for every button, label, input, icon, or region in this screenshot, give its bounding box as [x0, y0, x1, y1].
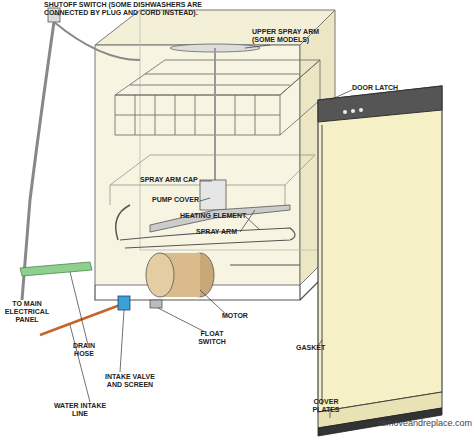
float-switch [150, 300, 162, 308]
spray-arm [150, 205, 290, 232]
part-label: INTAKE VALVE AND SCREEN [98, 373, 162, 389]
power-cable [22, 22, 54, 300]
part-label: UPPER SPRAY ARM (SOME MODELS) [252, 28, 332, 44]
pump-cover [200, 180, 226, 210]
button [351, 109, 355, 113]
intake-valve [118, 296, 130, 310]
part-label: PUMP COVER [152, 196, 242, 204]
drain-hose [20, 262, 92, 276]
part-label: SPRAY ARM CAP [140, 176, 230, 184]
tub-side [95, 45, 300, 285]
button [359, 108, 363, 112]
door-panel [318, 86, 442, 412]
base-frame [95, 265, 335, 300]
part-label: DRAIN HOSE [68, 342, 100, 358]
part-label: DOOR LATCH [352, 84, 422, 92]
control-panel [318, 86, 442, 122]
part-label: FLOAT SWITCH [192, 330, 232, 346]
part-label: WATER INTAKE LINE [52, 402, 108, 418]
tub-edge [140, 10, 141, 250]
power-cable [54, 22, 140, 60]
motor-end [146, 253, 174, 297]
part-label: GASKET [296, 344, 346, 352]
leader-lines [54, 14, 352, 418]
part-label: HEATING ELEMENT [180, 212, 280, 220]
part-label: TO MAIN ELECTRICAL PANEL [1, 300, 53, 324]
hose [116, 205, 130, 240]
button [343, 110, 347, 114]
heating-element [120, 228, 295, 248]
part-label: SPRAY ARM [196, 228, 276, 236]
water-intake-line [40, 305, 120, 335]
part-label: SHUTOFF SWITCH (SOME DISHWASHERS ARE CON… [44, 1, 220, 17]
upper-rack [115, 60, 320, 135]
tub-edge [140, 250, 335, 251]
gasket [321, 125, 323, 405]
part-label: MOTOR [222, 312, 272, 320]
feed-tube [214, 48, 216, 200]
part-label: COVER PLATES [306, 398, 346, 414]
watermark: removeandreplace.com [378, 418, 474, 428]
